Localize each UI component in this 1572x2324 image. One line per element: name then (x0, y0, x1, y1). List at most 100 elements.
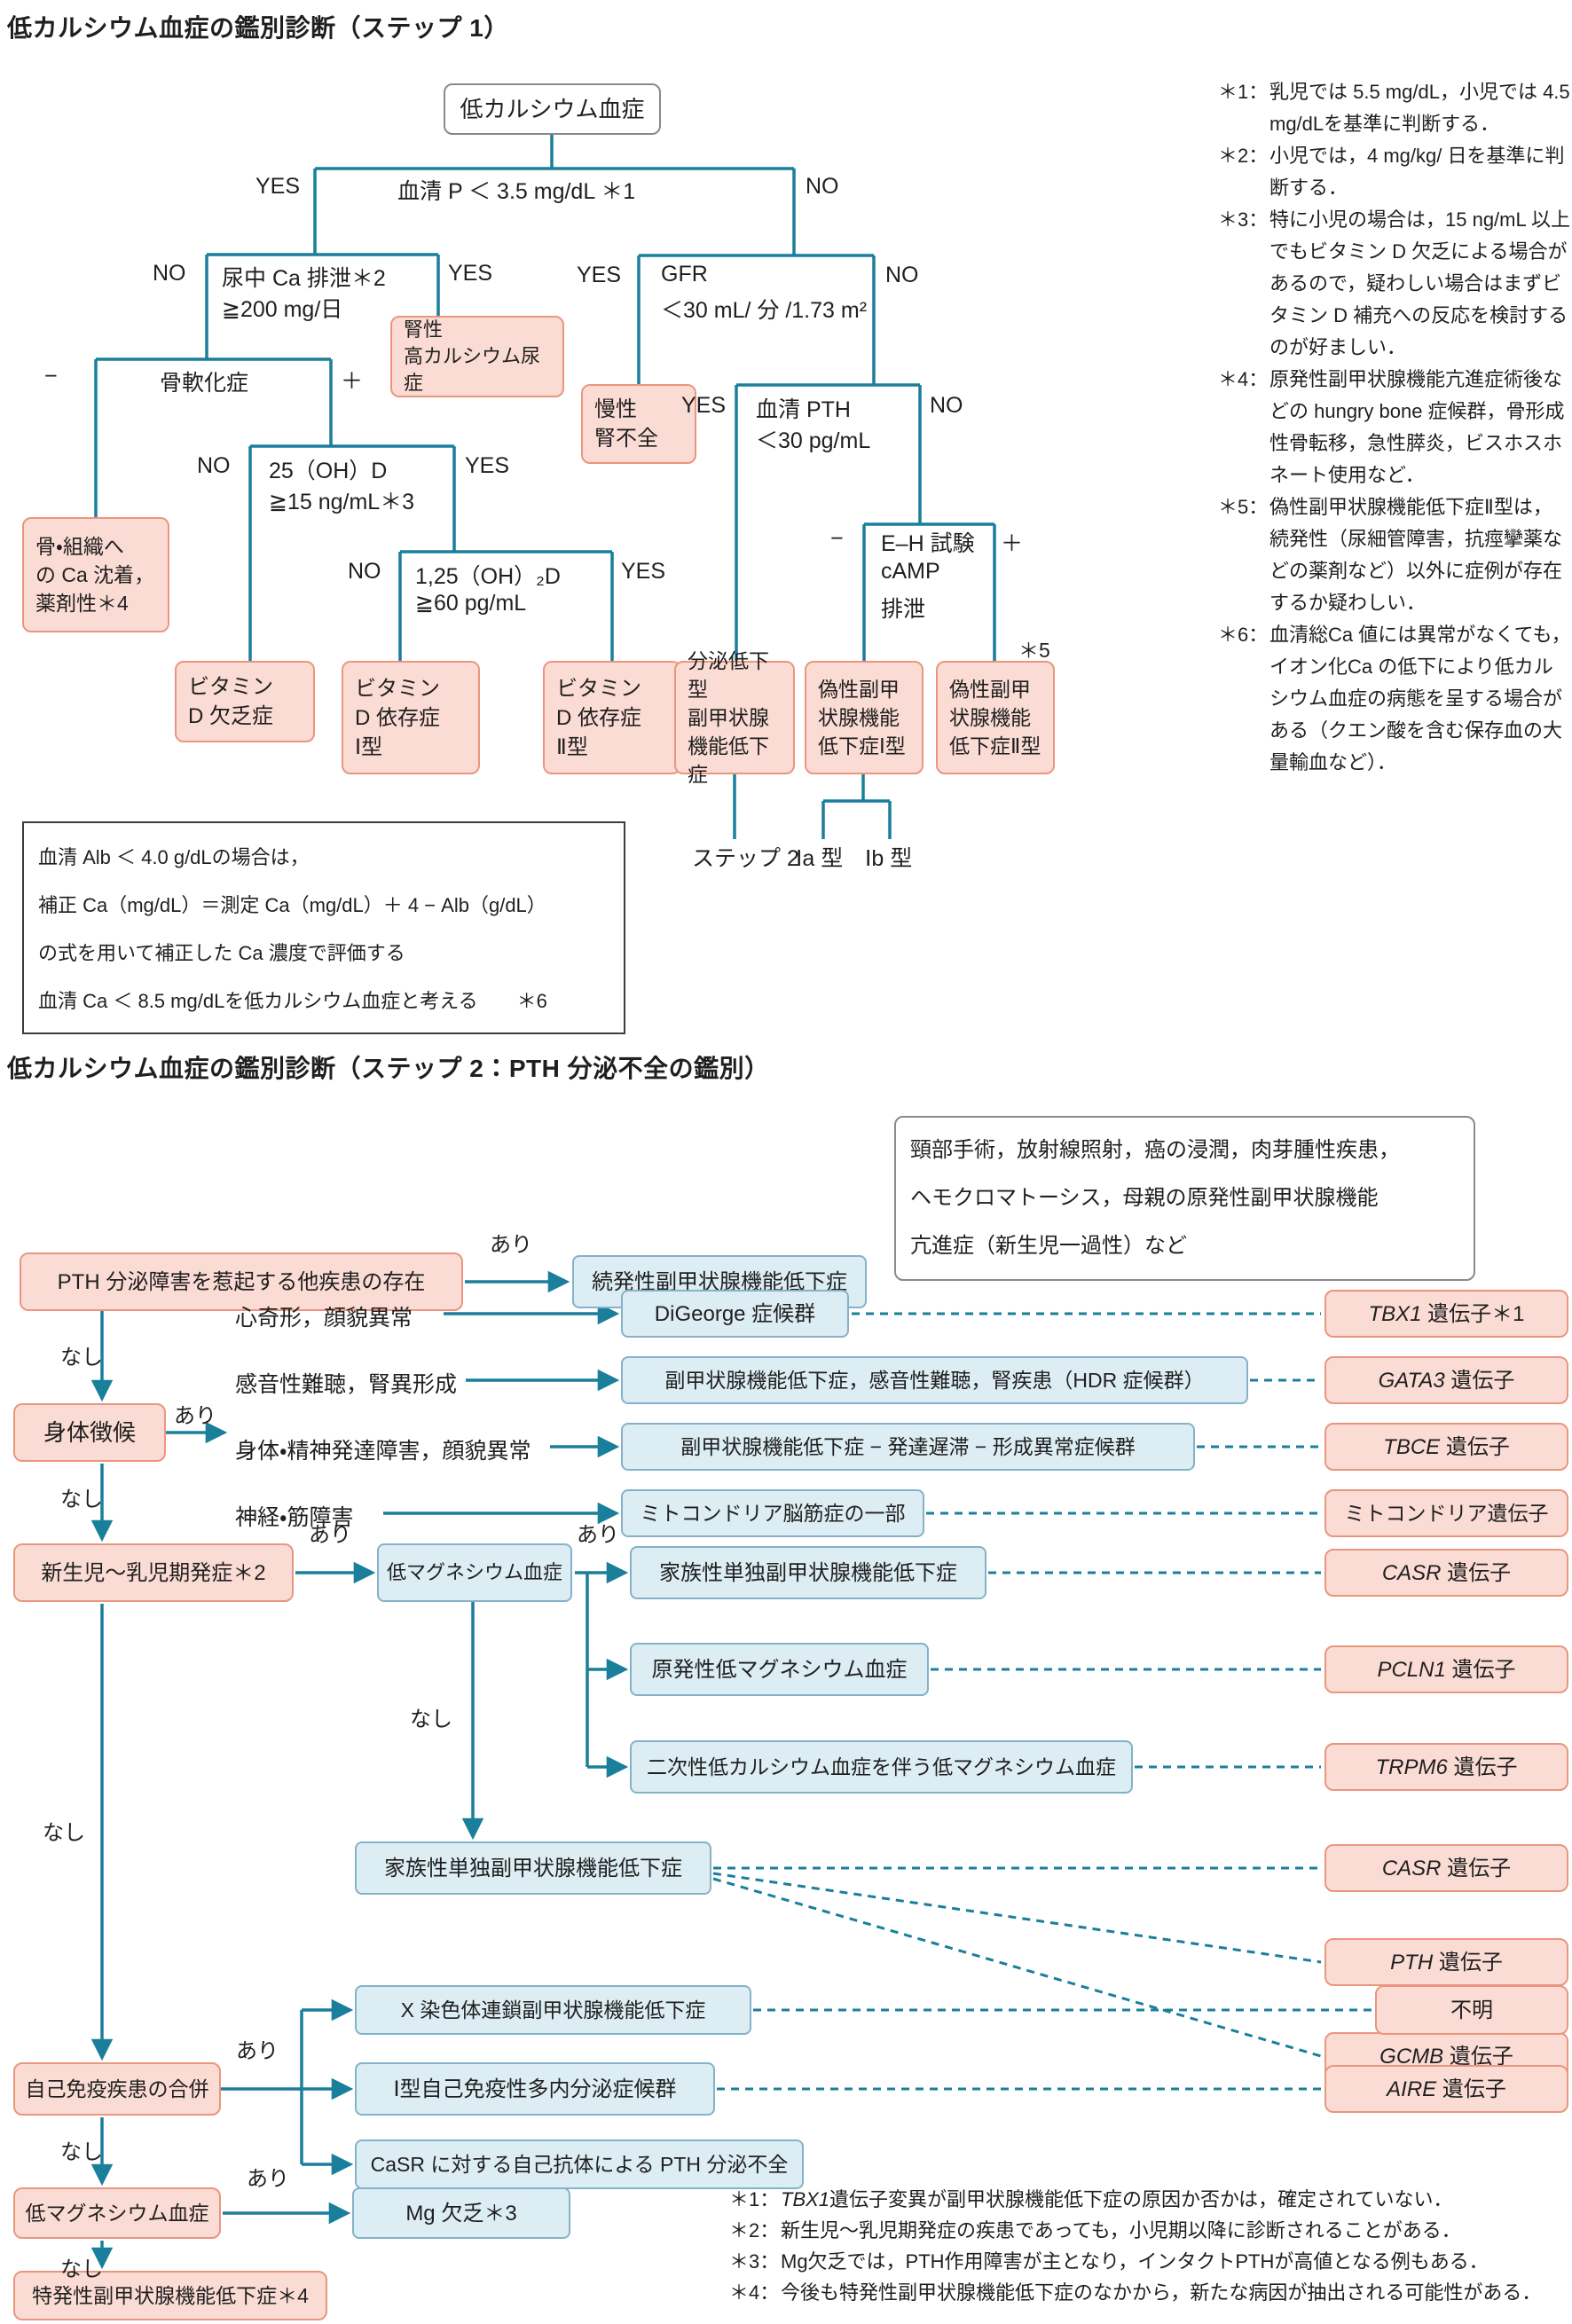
step2-pointer: ステップ 2 (692, 846, 799, 871)
step2-footnotes: ＊1：TBX1遺伝子変異が副甲状腺機能低下症の原因か否かは，確定されていない． ＊… (729, 2184, 1568, 2308)
no-gfr: NO (885, 263, 919, 287)
step1-footnotes-item-4: ＊4：原発性副甲状腺機能亢進症術後などの hungry bone 症候群，骨形成… (1218, 368, 1565, 486)
familial-hypopara-2-box: 家族性単独副甲状腺機能低下症 (355, 1841, 711, 1895)
hypopara-retardation-box: 副甲状腺機能低下症 − 発達遅滞 − 形成異常症候群 (621, 1423, 1195, 1471)
nashi-neonatal: なし (43, 1821, 85, 1845)
ari-autoimmune: あり (236, 2039, 279, 2063)
step1-footnotes: ＊1：乳児では 5.5 mg/dL，小児では 4.5 mg/dLを基準に判断する… (1218, 76, 1571, 779)
gene-pth-box: PTH 遺伝子 (1324, 1938, 1568, 1986)
mitochondrial-myopathy-box: ミトコンドリア脳筋症の一部 (621, 1489, 924, 1537)
autoimmune-box: 自己免疫疾患の合併 (13, 2062, 221, 2116)
pseudo-hypopara-2-box: 偽性副甲状腺機能低下症Ⅱ型 (936, 661, 1055, 774)
neonatal-onset-box: 新生児～乳児期発症＊2 (13, 1543, 294, 1602)
root-hypocalcemia-box: 低カルシウム血症 (444, 83, 661, 135)
plus-eh-test: ＋ (1001, 531, 1024, 556)
node-gfr-2: ＜30 mL/ 分 /1.73 m² (661, 298, 868, 323)
gene-gata3-box: GATA3 遺伝子 (1324, 1356, 1568, 1404)
gene-link-dash-8 (712, 1872, 1322, 1964)
cond-deafness: 感音性難聴，腎異形成 (235, 1372, 458, 1397)
node-serum-p: 血清 P ＜ 3.5 mg/dL ＊1 (397, 179, 636, 204)
pseudo-hypopara-1-box: 偽性副甲状腺機能低下症Ⅰ型 (805, 661, 924, 774)
node-osteomalacia: 骨軟化症 (160, 371, 249, 396)
no-serum-p: NO (806, 174, 839, 199)
gene-tbx1-box: TBX1 遺伝子＊1 (1324, 1290, 1568, 1338)
node-eh-test-2: cAMP (881, 559, 940, 584)
step1-title: 低カルシウム血症の鑑別診断（ステップ 1） (7, 14, 509, 42)
no-urine-ca: NO (153, 261, 186, 286)
yes-urine-ca: YES (448, 261, 493, 286)
gene-trpm6-box: TRPM6 遺伝子 (1324, 1743, 1568, 1791)
node-eh-test-3: 排泄 (881, 597, 926, 622)
ari-other-disease: あり (490, 1233, 532, 1257)
plus-osteomalacia: ＋ (341, 369, 364, 394)
no-serum-pth: NO (930, 393, 963, 418)
pth-other-disease-box: PTH 分泌障害を惹起する他疾患の存在 (20, 1252, 463, 1311)
step1-footnotes-item-1: ＊1：乳児では 5.5 mg/dL，小児では 4.5 mg/dLを基準に判断する… (1218, 81, 1570, 135)
x-linked-hypopara-box: X 染色体連鎖副甲状腺機能低下症 (355, 1985, 751, 2035)
unknown-gene-box: 不明 (1375, 1985, 1568, 2035)
nashi-autoimmune: なし (60, 2140, 103, 2164)
ari-hypomag: あり (577, 1523, 619, 1547)
node-25ohd-2: ≧15 ng/mL＊3 (269, 490, 415, 514)
nashi-physical-signs: なし (60, 1488, 103, 1511)
secondary-causes-note: 頸部手術，放射線照射，癌の浸潤，肉芽腫性疾患，ヘモクロマトーシス，母親の原発性副… (894, 1116, 1475, 1281)
node-urine-ca-1: 尿中 Ca 排泄＊2 (222, 266, 386, 291)
step2-title: 低カルシウム血症の鑑別診断（ステップ 2：PTH 分泌不全の鑑別） (7, 1055, 770, 1082)
node-125ohd-1: 1,25（OH）₂D (415, 564, 561, 589)
albumin-correction-note: 血清 Alb ＜ 4.0 g/dLの場合は，補正 Ca（mg/dL）＝測定 Ca… (22, 821, 625, 1034)
yes-25ohd: YES (465, 453, 510, 478)
star5-marker: ＊5 (1018, 639, 1050, 662)
step2-footnotes-item-4: ＊4：今後も特発性副甲状腺機能低下症のなかから，新たな病因が抽出される可能性があ… (729, 2281, 1542, 2304)
gene-pcln1-box: PCLN1 遺伝子 (1324, 1645, 1568, 1693)
step2-footnotes-item-2: ＊2：新生児～乳児期発症の疾患であっても，小児期以降に診断されることがある． (729, 2219, 1461, 2242)
hypomagnesemia-1-box: 低マグネシウム血症 (377, 1543, 572, 1602)
step1-footnotes-item-5: ＊5：偽性副甲状腺機能低下症Ⅱ型は，続発性（尿細管障害，抗痙攣薬などの薬剤など）… (1218, 496, 1563, 614)
node-eh-test-1: E–H 試験 (881, 531, 975, 556)
no-125ohd: NO (348, 559, 381, 584)
step2-footnotes-item-1: ＊1：TBX1遺伝子変異が副甲状腺機能低下症の原因か否かは，確定されていない． (729, 2188, 1453, 2210)
ari-hypomag-2: あり (247, 2167, 289, 2191)
gene-mitochondrial-box: ミトコンドリア遺伝子 (1324, 1489, 1568, 1537)
yes-serum-p: YES (255, 174, 301, 199)
apeced-box: Ⅰ型自己免疫性多内分泌症候群 (355, 2062, 715, 2116)
yes-125ohd: YES (621, 559, 666, 584)
type-1b-label: Ⅰb 型 (865, 846, 913, 871)
node-25ohd-1: 25（OH）D (269, 459, 388, 483)
minus-osteomalacia: − (44, 364, 58, 389)
step1-footnotes-item-2: ＊2：小児では，4 mg/kg/ 日を基準に判断する． (1218, 145, 1565, 199)
node-urine-ca-2: ≧200 mg/日 (222, 297, 343, 322)
casr-antibody-box: CaSR に対する自己抗体による PTH 分泌不全 (355, 2139, 804, 2189)
primary-hypomagnesemia-box: 原発性低マグネシウム血症 (630, 1643, 929, 1696)
ari-physical-signs: あり (174, 1404, 216, 1428)
step2-footnotes-item-3: ＊3：Mg欠乏では，PTH作用障害が主となり，インタクトPTHが高値となる例もあ… (729, 2250, 1489, 2273)
step1-footnotes-item-3: ＊3：特に小児の場合は，15 ng/mL 以上でもビタミン D 欠乏による場合が… (1218, 208, 1571, 358)
yes-gfr: YES (577, 263, 622, 287)
mg-deficiency-box: Mg 欠乏＊3 (352, 2187, 570, 2239)
chronic-renal-failure-box: 慢性腎不全 (581, 384, 696, 464)
idiopathic-hypopara-box: 特発性副甲状腺機能低下症＊4 (13, 2271, 327, 2320)
cond-cardiac: 心奇形，顔貌異常 (235, 1306, 413, 1331)
physical-signs-box: 身体徴候 (13, 1403, 166, 1462)
node-125ohd-2: ≧60 pg/mL (415, 591, 527, 616)
node-serum-pth-2: ＜30 pg/mL (756, 428, 871, 453)
digeorge-box: DiGeorge 症候群 (621, 1290, 849, 1338)
gene-aire-box: AIRE 遺伝子 (1324, 2065, 1568, 2113)
step1-footnotes-item-6: ＊6：血清総Ca 値には異常がなくても，イオン化Ca の低下により低カルシウム血… (1218, 624, 1571, 773)
nashi-hypomag-2: なし (60, 2257, 103, 2281)
no-25ohd: NO (197, 453, 231, 478)
gene-link-dash-9 (712, 1877, 1322, 2058)
secretion-hypopara-box: 分泌低下型副甲状腺機能低下症 (674, 649, 795, 786)
cond-development: 身体・精神発達障害，顔貌異常 (235, 1439, 531, 1464)
node-serum-pth-1: 血清 PTH (756, 397, 851, 422)
cond-neuromuscular: 神経・筋障害 (235, 1505, 354, 1530)
renal-hypercalciuria-box: 腎性高カルシウム尿症 (390, 316, 564, 397)
nashi-other-disease: なし (60, 1346, 103, 1370)
bone-ca-deposit-box: 骨・組織への Ca 沈着，薬剤性＊4 (22, 517, 169, 632)
gene-casr-1-box: CASR 遺伝子 (1324, 1549, 1568, 1597)
gene-tbce-box: TBCE 遺伝子 (1324, 1423, 1568, 1471)
